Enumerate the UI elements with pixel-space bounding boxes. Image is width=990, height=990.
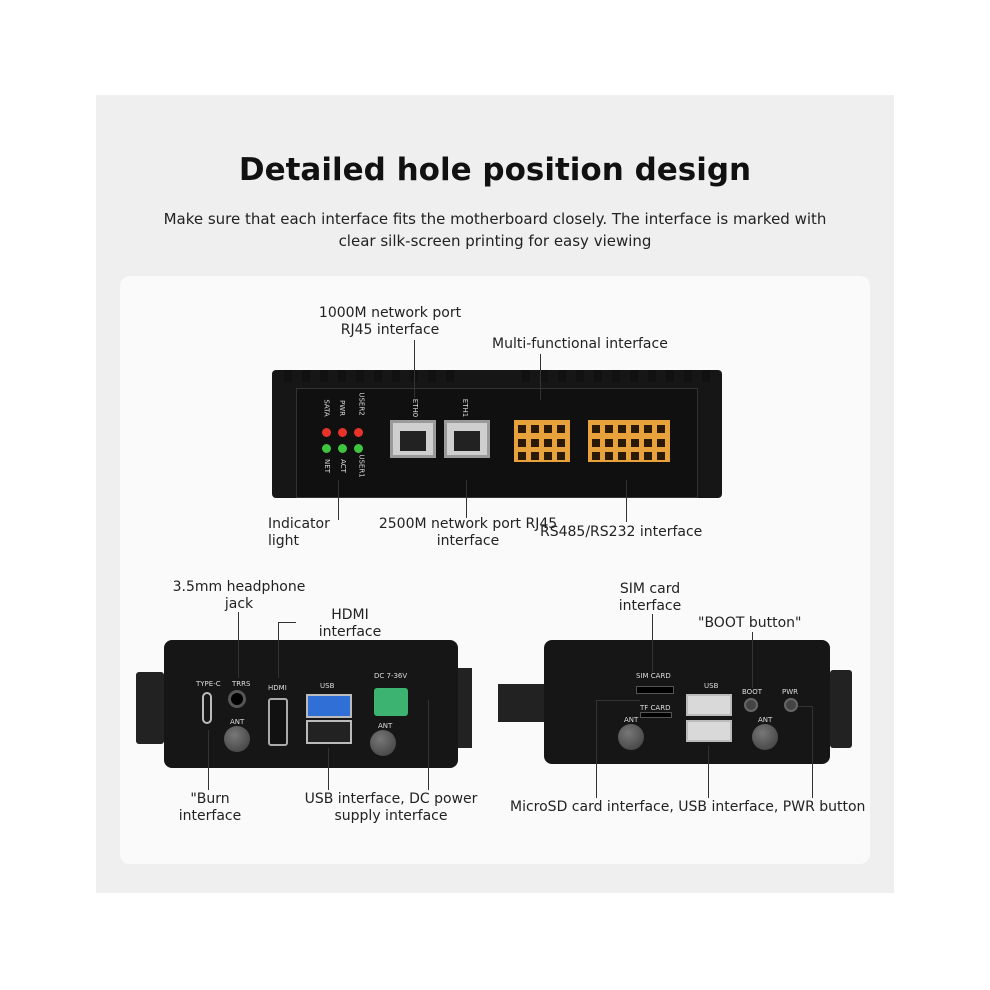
silk-tfcard: TF CARD [640, 704, 671, 712]
din-clip-right [830, 670, 852, 748]
leader-headphone [238, 612, 239, 678]
silk-act: ACT [338, 459, 347, 473]
leader-dc [428, 700, 429, 790]
usb-port-right-2[interactable] [686, 720, 732, 742]
headphone-jack[interactable] [228, 690, 246, 708]
silk-ant-left-1: ANT [230, 718, 245, 726]
leader-rs485 [626, 480, 627, 522]
label-sim: SIM card interface [618, 581, 682, 614]
din-clip-left [136, 672, 164, 744]
silk-ant-left-2: ANT [378, 722, 393, 730]
led-act [338, 444, 347, 453]
typec-port[interactable] [202, 692, 212, 724]
antenna-connector-left-1[interactable] [224, 726, 250, 752]
pwr-button[interactable] [784, 698, 798, 712]
silk-pwr-right: PWR [782, 688, 799, 696]
leader-hdmi-h [278, 622, 296, 623]
dc-power-terminal[interactable] [374, 688, 408, 716]
silk-usb-left: USB [320, 682, 335, 690]
antenna-connector-right-2[interactable] [752, 724, 778, 750]
leader-1000m [414, 340, 415, 398]
antenna-connector-left-2[interactable] [370, 730, 396, 756]
silk-usr2: USER2 [357, 392, 366, 416]
silk-hdmi-left: HDMI [268, 684, 287, 692]
silk-usb-right: USB [704, 682, 719, 690]
usb-port-left-black[interactable] [306, 720, 352, 744]
led-usr1 [354, 444, 363, 453]
din-clip-left-right [458, 668, 472, 748]
boot-button[interactable] [744, 698, 758, 712]
silk-ant-right-2: ANT [758, 716, 773, 724]
silk-eth1: ETH1 [461, 398, 470, 418]
leader-pwr-h [798, 706, 812, 707]
hdmi-port[interactable] [268, 698, 288, 746]
usb-port-right-1[interactable] [686, 694, 732, 716]
antenna-connector-right-1[interactable] [618, 724, 644, 750]
leader-sim [652, 614, 653, 672]
label-1000m-network: 1000M network port RJ45 interface [318, 305, 462, 338]
page-subtitle: Make sure that each interface fits the m… [163, 210, 827, 250]
silk-eth0: ETH0 [411, 398, 420, 418]
led-usr2 [354, 428, 363, 437]
silk-net: NET [322, 459, 331, 473]
leader-burn [208, 730, 209, 790]
label-boot: "BOOT button" [698, 615, 802, 631]
label-hdmi: HDMI interface [318, 607, 382, 640]
silk-simcard: SIM CARD [636, 672, 671, 680]
rj45-port-eth1[interactable] [444, 420, 490, 458]
terminal-block-rs485[interactable] [588, 420, 670, 462]
leader-microsd [596, 700, 597, 798]
microsd-slot[interactable] [640, 712, 672, 718]
leader-boot [752, 632, 753, 688]
leader-usb-right [708, 746, 709, 798]
label-rs485: RS485/RS232 interface [540, 524, 703, 540]
product-card [120, 276, 870, 864]
silk-ant-right-1: ANT [624, 716, 639, 724]
silk-dc: DC 7-36V [374, 672, 408, 680]
page-title: Detailed hole position design [238, 152, 752, 188]
led-sata [322, 428, 331, 437]
leader-multi [540, 354, 541, 400]
led-pwr [338, 428, 347, 437]
terminal-block-multi[interactable] [514, 420, 570, 462]
label-usb-dc: USB interface, DC power supply interface [304, 791, 478, 824]
leader-2500m [466, 480, 467, 518]
label-2500m-network: 2500M network port RJ45 interface [378, 516, 558, 549]
leader-hdmi [278, 622, 279, 678]
sim-card-slot[interactable] [636, 686, 674, 694]
label-microsd-usb-pwr: MicroSD card interface, USB interface, P… [510, 799, 866, 815]
leader-indicator [338, 480, 339, 520]
label-headphone: 3.5mm headphone jack [172, 579, 306, 612]
usb-port-left-blue[interactable] [306, 694, 352, 718]
label-indicator: Indicator light [268, 516, 330, 549]
leader-microsd-h [596, 700, 640, 701]
led-net [322, 444, 331, 453]
silk-typec: TYPE-C [196, 680, 221, 688]
label-multi-functional: Multi-functional interface [492, 336, 668, 352]
silk-usr1: USER1 [357, 454, 366, 478]
silk-trrs: TRRS [232, 680, 251, 688]
silk-boot: BOOT [742, 688, 762, 696]
silk-pwr: PWR [338, 399, 347, 417]
leader-usb [328, 748, 329, 790]
rj45-port-eth0[interactable] [390, 420, 436, 458]
leader-pwr [812, 706, 813, 798]
din-clip-right-left [498, 684, 544, 722]
label-burn: "Burn interface [178, 791, 242, 824]
silk-sata: SATA [322, 399, 331, 417]
